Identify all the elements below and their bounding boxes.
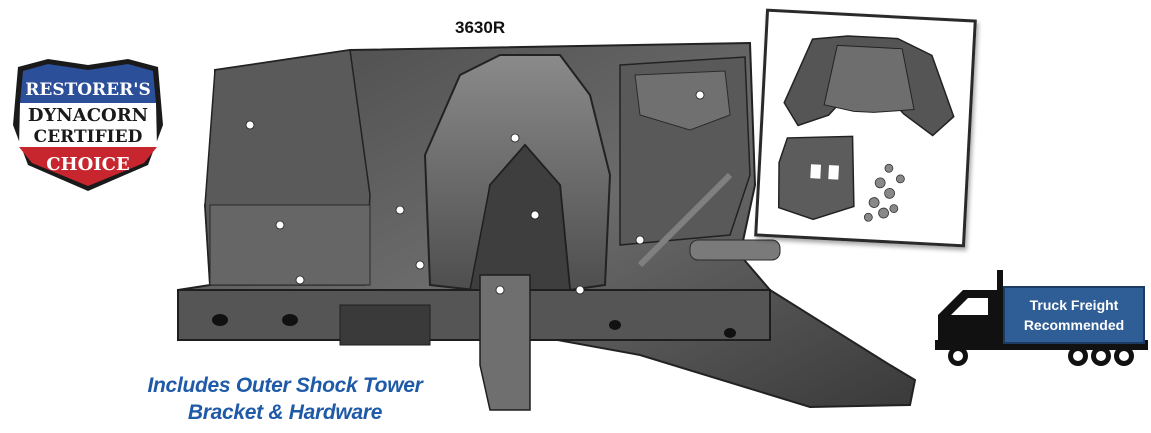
hardware-image xyxy=(863,163,905,222)
outer-bracket-image xyxy=(777,135,855,221)
badge-line-3: CERTIFIED xyxy=(34,127,143,147)
truck-freight-label: Truck Freight Recommended xyxy=(1003,286,1145,344)
freight-line-1: Truck Freight xyxy=(1029,297,1119,313)
certified-badge-icon: RESTORER'S DYNACORN CERTIFIED CHOICE xyxy=(8,55,168,195)
inner-fender-panel-image xyxy=(170,35,930,415)
badge-line-1: RESTORER'S xyxy=(25,80,151,100)
truck-icon xyxy=(933,270,1148,370)
bracket-hardware-inset-image xyxy=(754,8,977,248)
badge-line-4: CHOICE xyxy=(46,154,129,175)
part-number: 3630R xyxy=(455,18,506,37)
freight-line-2: Recommended xyxy=(1023,317,1125,333)
shock-tower-image xyxy=(783,35,955,137)
caption-line-2: Bracket & Hardware xyxy=(187,401,383,424)
caption-line-1: Includes Outer Shock Tower xyxy=(147,374,423,397)
badge-line-2: DYNACORN xyxy=(28,105,148,126)
product-caption: Includes Outer Shock Tower Bracket & Har… xyxy=(110,372,460,426)
